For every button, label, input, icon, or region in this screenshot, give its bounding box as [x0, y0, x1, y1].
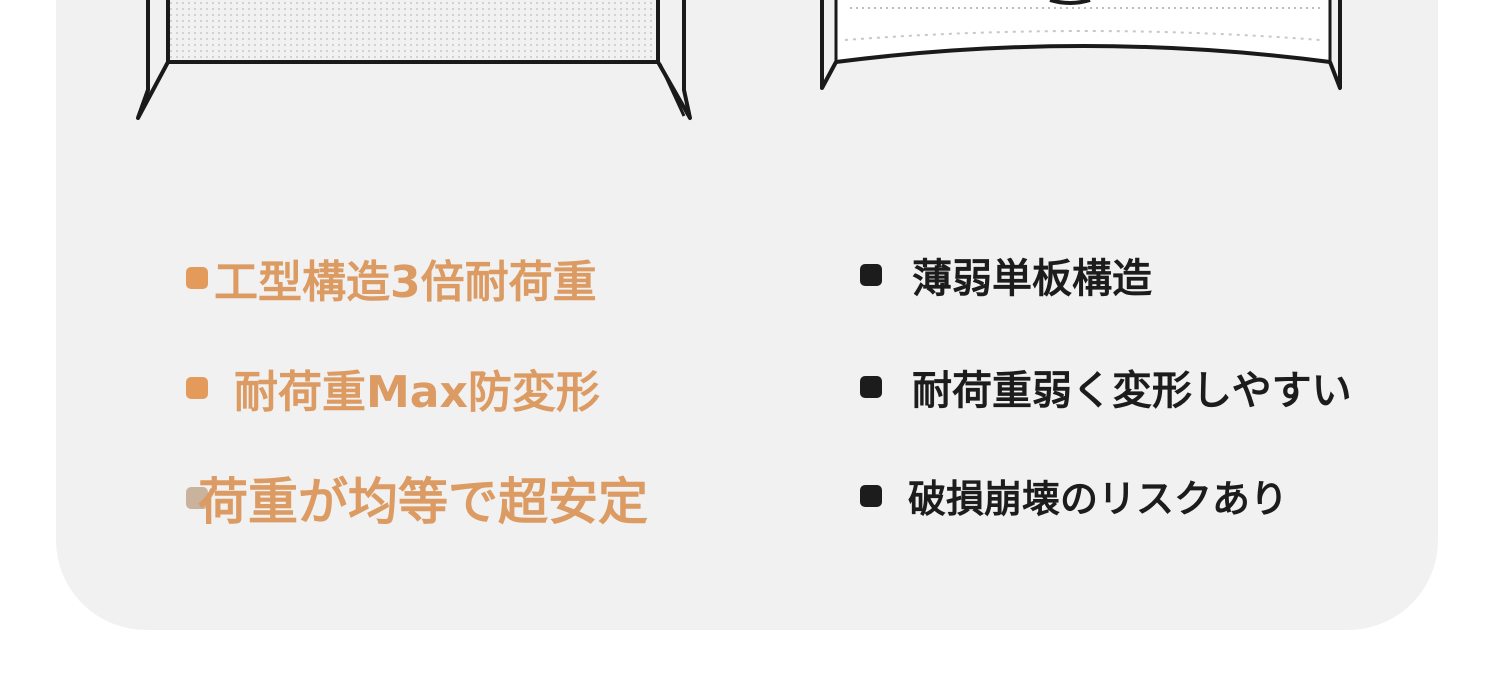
- right-feature-2-label: 耐荷重弱く変形しやすい: [912, 368, 1352, 414]
- right-feature-3-label: 破損崩壊のリスクあり: [908, 477, 1289, 521]
- left-feature-1: 工型構造3倍耐荷重: [186, 246, 597, 310]
- left-feature-1-label: 工型構造3倍耐荷重: [214, 257, 597, 308]
- right-feature-2: 耐荷重弱く変形しやすい: [860, 358, 1352, 416]
- right-feature-1-label: 薄弱単板構造: [912, 256, 1152, 302]
- right-feature-3: 破損崩壊のリスクあり: [860, 468, 1288, 523]
- bullet-icon: [186, 377, 208, 399]
- left-feature-3-label: 荷重が均等で超安定: [198, 473, 648, 531]
- bullet-icon: [860, 376, 882, 398]
- left-feature-2-label: 耐荷重Max防変形: [234, 367, 600, 418]
- right-feature-1: 薄弱単板構造: [860, 246, 1152, 304]
- shelf-illustrations: [136, 0, 1342, 120]
- bullet-icon: [186, 487, 208, 509]
- bent-shelf-icon: [820, 0, 1342, 90]
- bullet-icon: [186, 267, 208, 289]
- bullet-icon: [860, 484, 882, 507]
- left-feature-2: 耐荷重Max防変形: [186, 356, 600, 420]
- left-feature-3: 荷重が均等で超安定: [186, 462, 648, 534]
- rigid-shelf-icon: [136, 0, 692, 120]
- bullet-icon: [860, 264, 882, 286]
- comparison-panel: [56, 0, 1438, 630]
